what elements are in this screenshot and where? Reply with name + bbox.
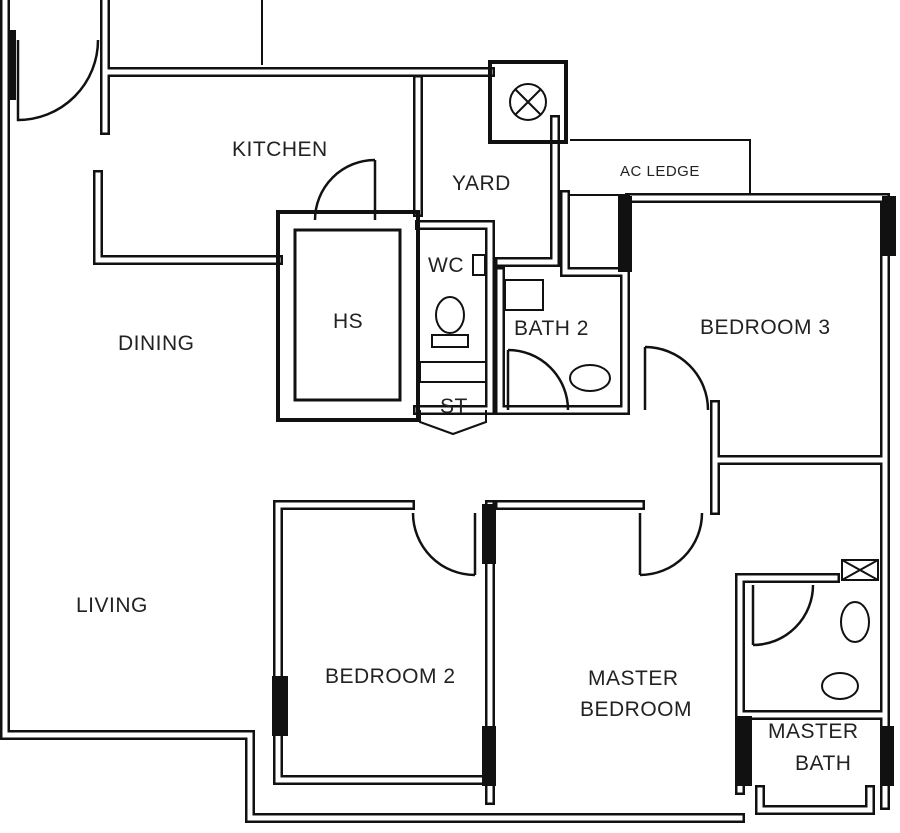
wall [247, 737, 743, 821]
ac-ledge [570, 139, 751, 196]
wall [93, 170, 283, 265]
kitchen-label: KITCHEN [232, 138, 328, 161]
wall [415, 222, 493, 413]
wall [497, 269, 568, 413]
fixtures [419, 254, 879, 700]
wall [2, 0, 253, 738]
dining-label: DINING [118, 332, 195, 355]
yard-label: YARD [452, 172, 511, 195]
master-bath-label-line2: BATH [795, 752, 851, 775]
master-bath-label-line1: MASTER [768, 720, 859, 743]
yard-fixture [488, 60, 568, 144]
ac-ledge-label: AC LEDGE [620, 163, 700, 180]
wall [495, 267, 570, 415]
wall [275, 502, 493, 783]
wall [757, 787, 873, 813]
wall [562, 269, 628, 413]
bath2-label: BATH 2 [514, 317, 589, 340]
bedroom2-label: BEDROOM 2 [325, 665, 456, 688]
wall [560, 267, 630, 415]
wall [755, 785, 875, 815]
wall [497, 117, 558, 265]
wall [273, 500, 495, 785]
hs-label: HS [333, 310, 363, 333]
hs-shelter [276, 210, 420, 422]
wall [95, 172, 281, 263]
master-bedroom-label-line2: BEDROOM [580, 698, 692, 721]
wc-label: WC [428, 254, 464, 277]
wall [0, 0, 255, 740]
walls [0, 0, 890, 823]
windows [8, 30, 896, 786]
bedroom3-label: BEDROOM 3 [700, 316, 831, 339]
doors [16, 39, 815, 647]
store-label: ST [440, 395, 468, 418]
master-bedroom-label-line1: MASTER [588, 667, 679, 690]
living-label: LIVING [76, 594, 148, 617]
